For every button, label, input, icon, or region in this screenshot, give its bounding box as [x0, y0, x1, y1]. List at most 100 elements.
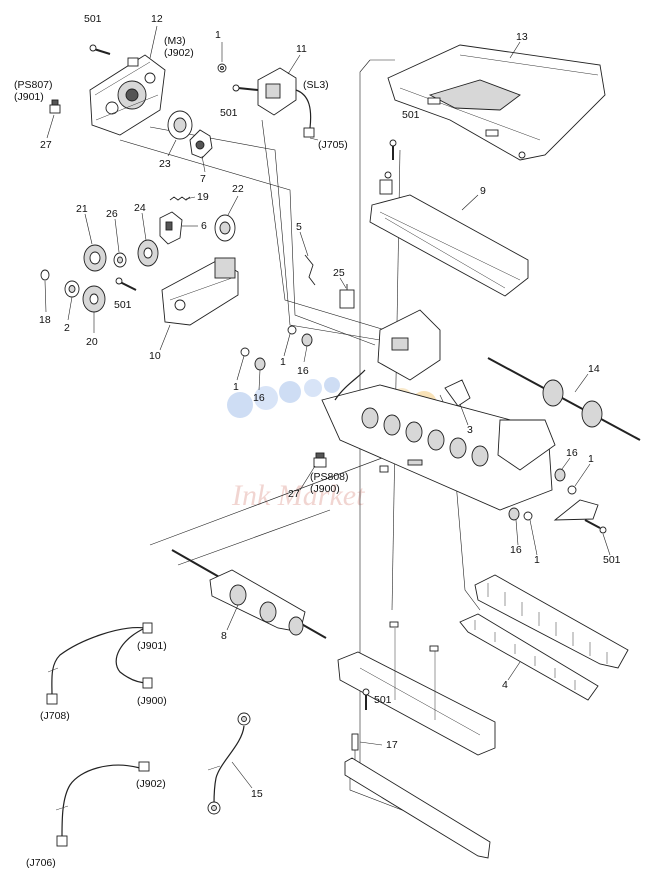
- label-j902-a: (J902): [164, 47, 194, 59]
- label-1-b: 1: [280, 356, 286, 368]
- bottom-rail: [344, 757, 491, 859]
- label-501-c: 501: [402, 109, 420, 121]
- label-j705: (J705): [318, 139, 348, 151]
- label-16-c: 16: [566, 447, 578, 459]
- spring-5: [304, 254, 316, 286]
- label-19: 19: [197, 191, 209, 203]
- screw-501-d: [115, 277, 137, 291]
- sensor-27-b: [313, 452, 327, 468]
- clip-1-c: [240, 347, 250, 357]
- label-j901-b: (J901): [137, 640, 167, 652]
- clip-1-b: [287, 325, 297, 335]
- label-501-a: 501: [84, 13, 102, 25]
- label-11: 11: [296, 43, 307, 55]
- label-ps808: (PS808): [310, 471, 349, 483]
- label-24: 24: [134, 202, 146, 214]
- roller-segments: [361, 407, 489, 467]
- screw-501-a: [89, 44, 111, 55]
- label-6: 6: [201, 220, 207, 232]
- roller-8: [171, 549, 327, 639]
- clip-1-e: [523, 511, 533, 521]
- guide-upper: [377, 309, 471, 407]
- lower-tray: [337, 621, 496, 756]
- bushing-16-c: [554, 468, 566, 482]
- bushing-16-a: [301, 333, 313, 347]
- label-25: 25: [333, 267, 345, 279]
- label-j706: (J706): [26, 857, 56, 869]
- part-labels: 501 12 1 11 13 (M3) (J902) (PS807) (J901…: [14, 13, 621, 869]
- cover-13: [387, 44, 606, 161]
- label-9: 9: [480, 185, 486, 197]
- gear-23: [167, 110, 193, 140]
- bushing-2: [64, 280, 80, 298]
- label-27-a: 27: [40, 139, 52, 151]
- roller-shaft-14: [487, 357, 641, 441]
- label-m3: (M3): [164, 35, 186, 47]
- clip-1-d: [567, 485, 577, 495]
- label-12: 12: [151, 13, 163, 25]
- label-23: 23: [159, 158, 171, 170]
- bushing-16-b: [254, 357, 266, 371]
- label-501-b: 501: [220, 107, 238, 119]
- label-501-f: 501: [374, 694, 392, 706]
- label-leaders: [44, 25, 611, 789]
- bracket-10: [161, 257, 239, 326]
- lever-6: [159, 211, 183, 245]
- label-16-b: 16: [253, 392, 265, 404]
- label-10: 10: [149, 350, 161, 362]
- label-3: 3: [467, 424, 473, 436]
- label-j708: (J708): [40, 710, 70, 722]
- gear-20: [82, 285, 106, 313]
- label-j900-b: (J900): [137, 695, 167, 707]
- guide-ribs-upper: [474, 574, 629, 669]
- label-16-d: 16: [510, 544, 522, 556]
- cable-harness-j901-j900-j708: [46, 622, 153, 705]
- label-15: 15: [251, 788, 263, 800]
- label-j901-a: (J901): [14, 91, 44, 103]
- label-501-d: 501: [114, 299, 132, 311]
- screw-501-e: [584, 519, 607, 534]
- label-8: 8: [221, 630, 227, 642]
- label-26: 26: [106, 208, 118, 220]
- label-2: 2: [64, 322, 70, 334]
- label-7: 7: [200, 173, 206, 185]
- spring-19: [169, 196, 191, 201]
- gear-22: [214, 214, 236, 242]
- label-14: 14: [588, 363, 600, 375]
- label-22: 22: [232, 183, 244, 195]
- label-1-d: 1: [588, 453, 594, 465]
- pin-25: [339, 284, 355, 309]
- ground-wire-15: [207, 712, 251, 815]
- solenoid-11: [232, 67, 315, 138]
- gear-24: [137, 239, 159, 267]
- bushing-26: [113, 252, 127, 268]
- label-4: 4: [502, 679, 508, 691]
- bushing-16-d: [508, 507, 520, 521]
- pin-17: [351, 733, 359, 751]
- label-j902-b: (J902): [136, 778, 166, 790]
- main-frame-assembly: [321, 369, 556, 511]
- sensor-27-a: [49, 99, 61, 114]
- label-j900-a: (J900): [310, 483, 340, 495]
- bracket-arm: [553, 499, 599, 521]
- clip-1-a: [217, 63, 227, 73]
- label-1-c: 1: [233, 381, 239, 393]
- label-501-e: 501: [603, 554, 621, 566]
- label-20: 20: [86, 336, 98, 348]
- label-5: 5: [296, 221, 302, 233]
- guide-4: [459, 613, 599, 701]
- label-27-b: 27: [288, 488, 300, 500]
- label-18: 18: [39, 314, 51, 326]
- cable-j902-j706: [55, 761, 150, 847]
- label-16-a: 16: [297, 365, 309, 377]
- frame-9: [369, 171, 529, 297]
- screw-501-c: [389, 139, 397, 160]
- gear-21: [83, 244, 107, 272]
- gear-7: [189, 129, 213, 159]
- screw-501-f: [362, 688, 370, 710]
- label-ps807: (PS807): [14, 79, 53, 91]
- label-1-a: 1: [215, 29, 221, 41]
- label-13: 13: [516, 31, 528, 43]
